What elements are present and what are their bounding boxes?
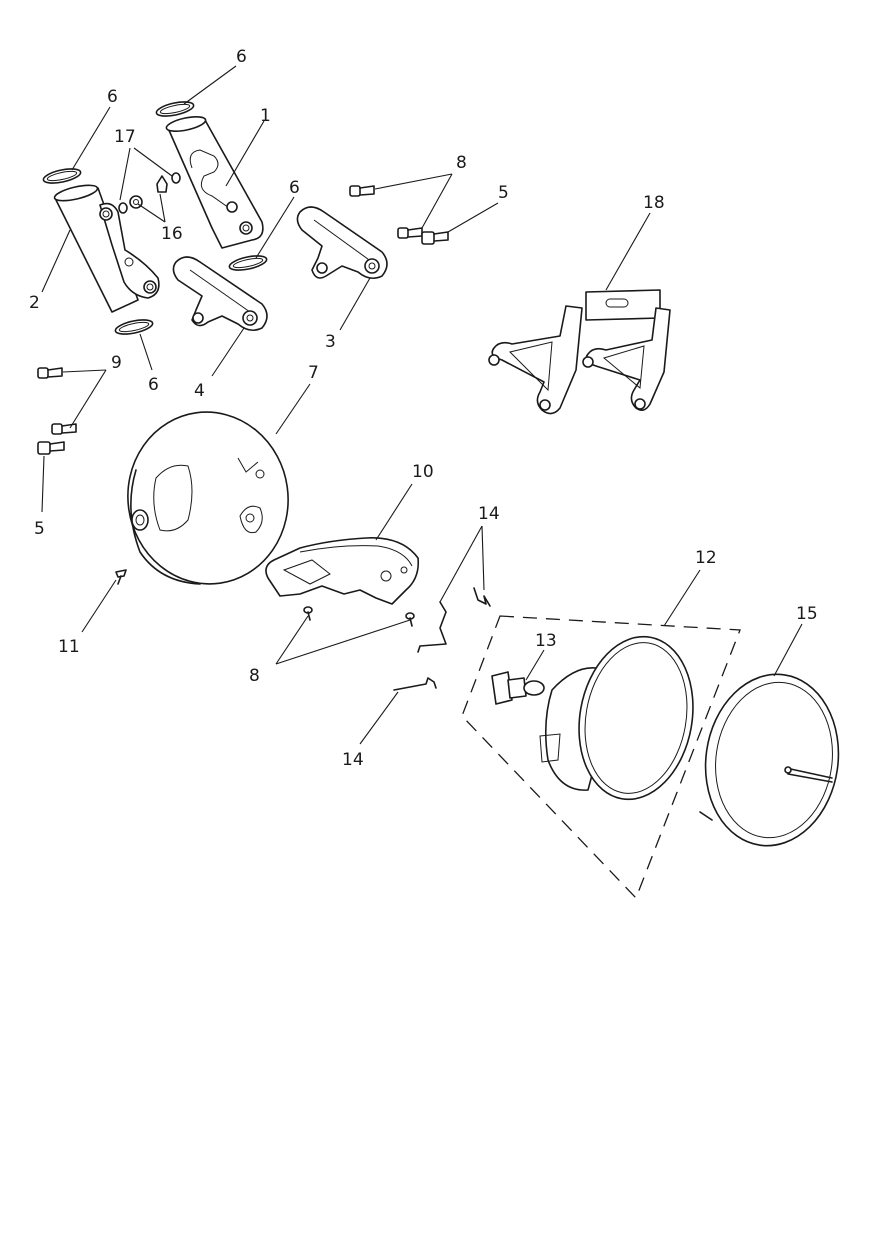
grommet-set <box>118 172 181 214</box>
callout-10: 8 <box>249 666 260 686</box>
spring-clip-14-right <box>473 587 491 607</box>
callout-6-middle: 6 <box>289 178 300 198</box>
callout-6-left-top: 6 <box>107 87 118 107</box>
callout-8-upper: 8 <box>456 153 467 173</box>
o-ring-middle <box>228 255 268 271</box>
callout-5-upper: 5 <box>498 183 509 203</box>
callout-14-top: 14 <box>478 504 500 524</box>
headlight-unit-11 <box>539 635 694 801</box>
callout-12: 13 <box>535 631 557 651</box>
headlight-shell-7 <box>127 411 289 585</box>
callout-9: 10 <box>412 462 434 482</box>
bulb-12 <box>491 671 545 705</box>
spring-clip-14-lower <box>393 677 437 691</box>
callout-13: 15 <box>796 604 818 624</box>
callout-15: 11 <box>58 637 80 657</box>
callout-6-top: 6 <box>236 47 247 67</box>
o-ring-left-bottom <box>114 319 154 335</box>
headlight-bracket-4 <box>172 256 268 332</box>
bolt-8-upper-2 <box>397 227 423 239</box>
callout-6-left-bottom: 6 <box>148 375 159 395</box>
callout-17: 17 <box>114 127 136 147</box>
spring-clip-14-upper <box>417 601 447 653</box>
callout-1: 1 <box>260 106 271 126</box>
mounting-bracket-18 <box>488 289 671 415</box>
bolt-5-upper <box>421 231 449 245</box>
headlight-rim-13 <box>699 673 840 847</box>
callout-14-bottom: 14 <box>342 750 364 770</box>
callout-labels: 6 6 1 17 8 6 5 18 16 2 3 9 7 6 4 10 14 5… <box>29 47 818 770</box>
callout-8-lower: 9 <box>111 353 122 373</box>
bolt-8-lower-1 <box>37 367 63 379</box>
screw-10-right <box>405 612 415 627</box>
callout-2: 2 <box>29 293 40 313</box>
bolt-8-lower-2 <box>51 423 77 435</box>
headlight-bracket-3 <box>296 206 388 280</box>
callout-16: 16 <box>161 224 183 244</box>
callout-7: 7 <box>308 363 319 383</box>
fork-bracket-left <box>53 184 160 313</box>
reflector-bracket-9 <box>265 537 420 605</box>
screw-15 <box>115 569 127 585</box>
leader-lines <box>41 65 803 745</box>
bolt-5-lower <box>37 441 65 455</box>
o-ring-left-top <box>42 168 82 184</box>
headlight-unit-11-outline <box>461 615 741 900</box>
callout-11: 12 <box>695 548 717 568</box>
bolt-8-upper-1 <box>349 185 375 197</box>
fork-bracket-right <box>165 116 264 249</box>
o-ring-top <box>155 101 195 117</box>
callout-4: 4 <box>194 381 205 401</box>
callout-5-lower: 5 <box>34 519 45 539</box>
callout-18: 18 <box>643 193 665 213</box>
callout-3: 3 <box>325 332 336 352</box>
screw-10-left <box>303 606 313 621</box>
